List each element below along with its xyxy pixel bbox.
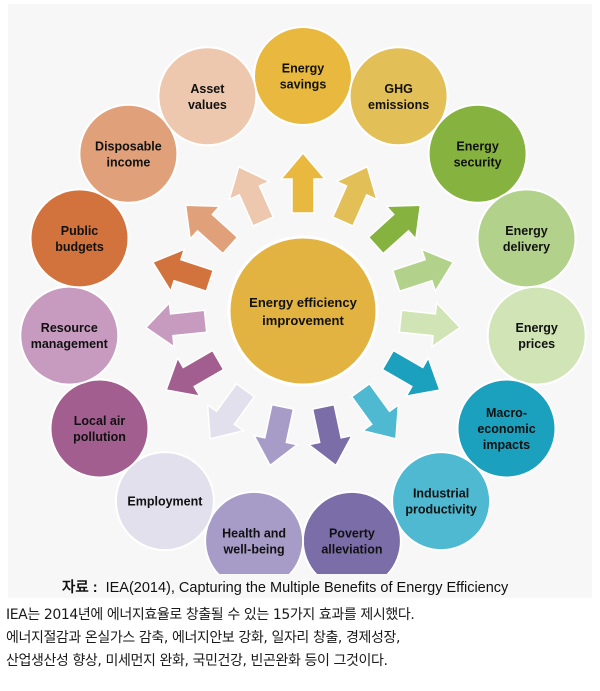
source-label: 자료 : (62, 580, 98, 596)
arrow-10 (165, 349, 225, 398)
arrow-1 (331, 165, 378, 227)
benefit-circle (29, 188, 130, 289)
benefit-node: Disposable income (78, 103, 179, 204)
benefit-label: Industrial (413, 487, 469, 501)
benefit-label: delivery (503, 240, 550, 254)
arrow-0 (279, 151, 327, 214)
benefit-label: Disposable (95, 139, 162, 153)
benefit-label: Energy (516, 321, 558, 335)
benefit-label: management (31, 337, 109, 351)
benefit-circle (157, 46, 258, 147)
benefit-label: savings (280, 78, 327, 92)
benefit-label: Employment (127, 495, 203, 509)
benefit-circle (476, 188, 577, 289)
benefit-label: Local air (74, 414, 126, 428)
arrow-5 (381, 349, 441, 398)
benefit-node: GHG emissions (348, 46, 449, 147)
benefit-label: economic (477, 422, 535, 436)
benefit-label: prices (518, 337, 555, 351)
benefit-circle (253, 26, 353, 126)
caption-line: IEA는 2014년에 에너지효율로 창출될 수 있는 15가지 효과를 제시했… (6, 607, 415, 623)
benefit-label: impacts (483, 438, 530, 452)
benefit-node: Health and well-being (204, 490, 305, 574)
benefit-node: Local air pollution (49, 378, 150, 479)
benefit-node: Public budgets (29, 188, 130, 289)
benefit-label: values (188, 98, 227, 112)
benefit-node: Energy security (427, 103, 528, 204)
caption-line: 에너지절감과 온실가스 감축, 에너지안보 강화, 일자리 창출, 경제성장, (6, 630, 400, 646)
arrow-2 (367, 204, 422, 255)
benefit-label: Energy (282, 62, 324, 76)
benefit-circle (348, 46, 449, 147)
arrow-14 (228, 165, 275, 227)
benefit-label: alleviation (321, 542, 382, 556)
center-circle (227, 235, 379, 387)
benefit-label: emissions (368, 98, 429, 112)
arrow-11 (144, 301, 208, 349)
benefit-label: Asset (190, 82, 225, 96)
source-note: 자료 : IEA(2014), Capturing the Multiple B… (62, 576, 508, 597)
arrow-9 (206, 382, 256, 440)
benefit-node: Poverty alleviation (301, 490, 402, 574)
benefit-label: well-being (223, 542, 285, 556)
benefit-circle (427, 103, 528, 204)
arrow-6 (350, 382, 400, 440)
benefit-circle (78, 103, 179, 204)
arrow-4 (398, 301, 462, 349)
benefit-circle (49, 378, 150, 479)
arrow-12 (151, 247, 215, 293)
benefit-label: Poverty (329, 526, 375, 540)
center-label: Energy efficiency (249, 295, 357, 310)
benefit-circle (204, 490, 305, 574)
benefit-circle (486, 285, 587, 386)
caption: IEA는 2014년에 에너지효율로 창출될 수 있는 15가지 효과를 제시했… (6, 604, 594, 673)
benefit-node: Employment (114, 451, 215, 552)
benefit-circle (114, 451, 215, 552)
benefit-label: security (454, 155, 502, 169)
arrow-13 (184, 204, 239, 255)
benefit-label: Energy (456, 139, 498, 153)
benefit-node: Asset values (157, 46, 258, 147)
benefit-node: Resource management (19, 285, 120, 386)
benefit-label: GHG (384, 82, 412, 96)
benefit-label: Public (61, 224, 99, 238)
benefit-label: Resource (41, 321, 98, 335)
benefit-node: Macro-economic impacts (456, 378, 557, 479)
benefit-circle (456, 378, 557, 479)
benefit-node: Energy prices (486, 285, 587, 386)
benefit-label: pollution (73, 430, 126, 444)
benefit-label: income (107, 155, 151, 169)
caption-line: 산업생산성 향상, 미세먼지 완화, 국민건강, 빈곤완화 등이 그것이다. (6, 653, 388, 669)
benefit-label: Macro- (486, 406, 527, 420)
source-text: IEA(2014), Capturing the Multiple Benefi… (105, 580, 509, 596)
arrow-3 (391, 247, 455, 293)
benefit-node: Energy savings (253, 26, 353, 126)
benefit-circle (19, 285, 120, 386)
benefit-label: budgets (55, 240, 104, 254)
benefit-node: Industrial productivity (391, 451, 492, 552)
center-label: improvement (262, 313, 344, 328)
benefit-label: Health and (222, 526, 286, 540)
benefit-label: productivity (405, 503, 477, 517)
arrow-7 (307, 403, 354, 467)
arrow-8 (252, 403, 299, 467)
benefit-label: Energy (505, 224, 547, 238)
benefit-node: Energy delivery (476, 188, 577, 289)
benefit-circle (391, 451, 492, 552)
